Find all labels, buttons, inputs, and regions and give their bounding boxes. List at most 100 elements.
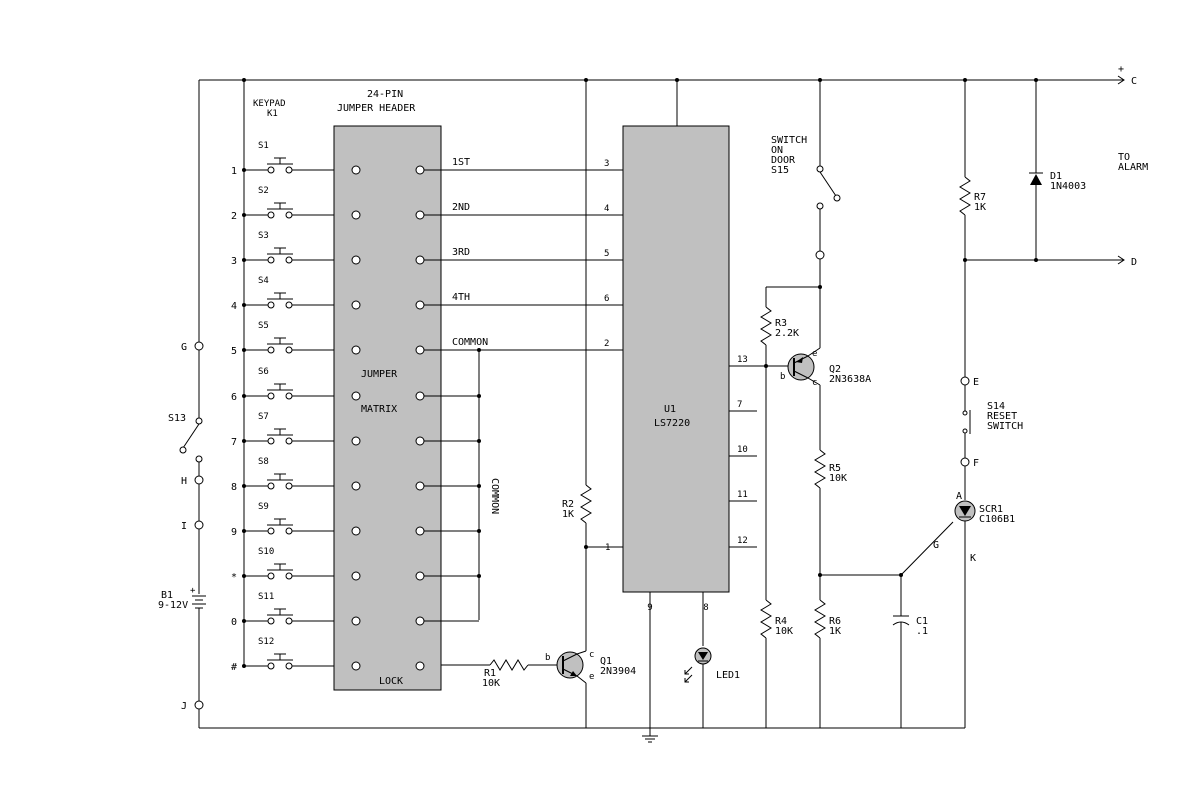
r2-value: 1K (562, 509, 574, 520)
s13-switch-blade (182, 423, 200, 449)
key-label: 4 (231, 301, 237, 312)
terminal-j-label: J (181, 701, 187, 712)
key-label: 5 (231, 346, 237, 357)
led1 (684, 647, 712, 728)
s15-line4: S15 (771, 165, 789, 176)
matrix-label: MATRIX (361, 404, 397, 415)
ic-pin-number: 11 (737, 490, 748, 500)
ic-part: LS7220 (654, 418, 690, 429)
key-label: 8 (231, 482, 237, 493)
r4-value: 10K (775, 626, 793, 637)
ic-pin-number: 6 (604, 294, 609, 304)
key-label: 0 (231, 617, 237, 628)
jumper-pin (351, 391, 361, 401)
switch-label: S12 (258, 637, 274, 647)
ic-pin-number: 3 (604, 159, 609, 169)
key-label: 9 (231, 527, 237, 538)
jumper-pin (351, 210, 361, 220)
jumper-pin (415, 210, 425, 220)
s15-line3: DOOR (771, 155, 796, 166)
alarm-label-1: TO (1118, 152, 1130, 163)
r7-scr-column (954, 80, 976, 728)
terminal-c-label: C (1131, 76, 1137, 87)
c1-ref: C1 (916, 616, 928, 627)
s14-line2: RESET (987, 411, 1017, 422)
jumper-label: JUMPER (361, 369, 398, 380)
scr-k: K (970, 553, 976, 564)
switch-label: S6 (258, 367, 269, 377)
r6-value: 1K (829, 626, 841, 637)
ic-pin-8: 8 (703, 603, 708, 613)
d1-ref: D1 (1050, 171, 1062, 182)
switch-label: S11 (258, 592, 274, 602)
terminal-g (194, 341, 204, 351)
common-vertical-label: COMMON (489, 478, 500, 514)
jumper-pin (351, 661, 361, 671)
c1-value: .1 (916, 626, 928, 637)
q2-c: c (812, 378, 817, 388)
ground-symbol (642, 728, 658, 743)
ic-pin-number: 13 (737, 355, 748, 365)
gate-wire-c1 (820, 521, 954, 728)
q1-ref: Q1 (600, 656, 612, 667)
scr-a: A (956, 491, 962, 502)
jumper-pin (351, 616, 361, 626)
scr-ref: SCR1 (979, 504, 1003, 515)
q2-part: 2N3638A (829, 374, 871, 385)
ic-u1-body (622, 125, 730, 593)
switch-label: S9 (258, 502, 269, 512)
jumper-pin (415, 165, 425, 175)
left-supply-column (179, 80, 206, 728)
code-line-label: 4TH (452, 292, 470, 303)
jumper-pin (415, 345, 425, 355)
code-line-label: 2ND (452, 202, 470, 213)
jumper-pin (415, 571, 425, 581)
key-label: 6 (231, 392, 237, 403)
scr-g: G (933, 540, 939, 551)
s14-line1: S14 (987, 401, 1005, 412)
r7-value: 1K (974, 202, 986, 213)
terminal-f-label: F (973, 458, 979, 469)
switch-label: S3 (258, 231, 269, 241)
key-label: 1 (231, 166, 237, 177)
q2-b: b (780, 372, 785, 382)
code-line-label: 1ST (452, 157, 470, 168)
jumper-pin (351, 436, 361, 446)
s15-line2: ON (771, 145, 783, 156)
q1-c: c (589, 650, 594, 660)
terminal-j (194, 700, 204, 710)
q2-e: e (812, 349, 817, 359)
d1-part: 1N4003 (1050, 181, 1086, 192)
r1-ref: R1 (484, 668, 496, 679)
key-label: 7 (231, 437, 237, 448)
battery-value: 9-12V (158, 600, 188, 611)
switch-label: S2 (258, 186, 269, 196)
jumper-pin (415, 436, 425, 446)
ic-pin-number: 5 (604, 249, 609, 259)
r7-ref: R7 (974, 192, 986, 203)
jumper-pin (351, 300, 361, 310)
jumper-pin (415, 391, 425, 401)
alarm-label-2: ALARM (1118, 162, 1148, 173)
terminal-plus-label: + (1118, 64, 1124, 75)
battery-symbol (192, 595, 206, 609)
q2-ref: Q2 (829, 364, 841, 375)
jumper-pin (415, 255, 425, 265)
jumper-pin (415, 661, 425, 671)
key-label: * (231, 572, 237, 583)
switch-label: S1 (258, 141, 269, 151)
terminal-d-label: D (1131, 257, 1137, 268)
header-title: 24-PIN (367, 89, 403, 100)
lock-label: LOCK (379, 676, 403, 687)
jumper-pin (351, 165, 361, 175)
r5-value: 10K (829, 473, 847, 484)
code-line-label: COMMON (452, 337, 488, 348)
q2-transistor (729, 347, 826, 728)
r2-ref: R2 (562, 499, 574, 510)
jumper-pin (351, 481, 361, 491)
labels: 24-PIN JUMPER HEADER KEYPAD K1 JUMPER MA… (158, 64, 1148, 712)
r2-resistor (580, 80, 592, 728)
battery-plus: + (190, 586, 196, 596)
